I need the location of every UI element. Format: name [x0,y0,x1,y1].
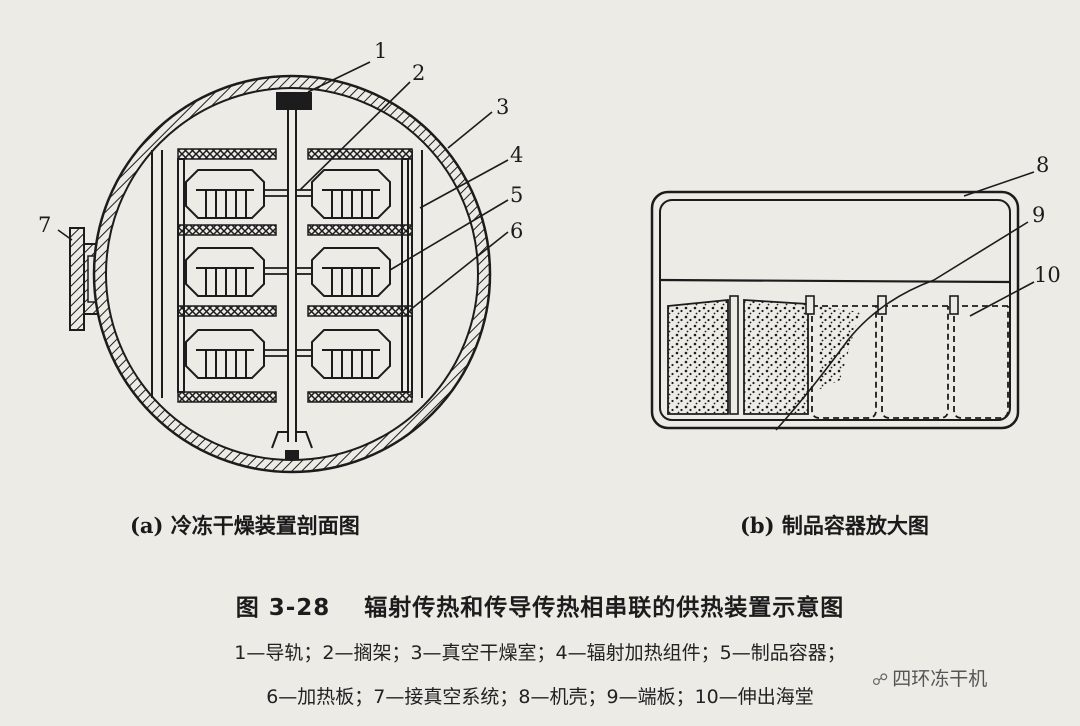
label-5: 5 [510,183,523,207]
subfigure-a-caption: (a) 冷冻干燥装置剖面图 [130,513,360,538]
product-compartments [667,295,1009,419]
label-3: 3 [496,95,509,119]
label-9: 9 [1032,203,1045,227]
figure-caption: 图 3-28 辐射传热和传导传热相串联的供热装置示意图 [0,588,1080,622]
guide-rail [276,92,312,110]
legend-line-2: 6—加热板；7—接真空系统；8—机壳；9—端板；10—伸出海堂 [266,686,814,708]
watermark-text: 四环冻干机 [892,668,988,690]
central-shelf-post [271,110,313,449]
label-4: 4 [510,143,523,167]
diagram-a: 1 2 3 4 5 6 7 [38,39,523,474]
watermark: ☍四环冻干机 [872,664,987,691]
label-8: 8 [1036,153,1049,177]
figure-title: 辐射传热和传导传热相串联的供热装置示意图 [364,595,845,621]
label-6: 6 [510,219,523,243]
label-1: 1 [374,39,387,63]
wechat-icon: ☍ [872,670,889,689]
heating-plates [177,148,413,403]
vacuum-chamber [92,74,492,474]
label-2: 2 [412,61,425,85]
subfigure-b-caption: (b) 制品容器放大图 [740,513,929,538]
shelves [264,189,312,357]
end-plate [659,278,1011,284]
diagram-b: 8 9 10 [650,153,1061,431]
figure-number: 图 3-28 [235,595,331,621]
label-7: 7 [38,213,51,237]
label-10: 10 [1034,263,1061,287]
legend-line-1: 1—导轨；2—搁架；3—真空干燥室；4—辐射加热组件；5—制品容器； [234,642,846,664]
